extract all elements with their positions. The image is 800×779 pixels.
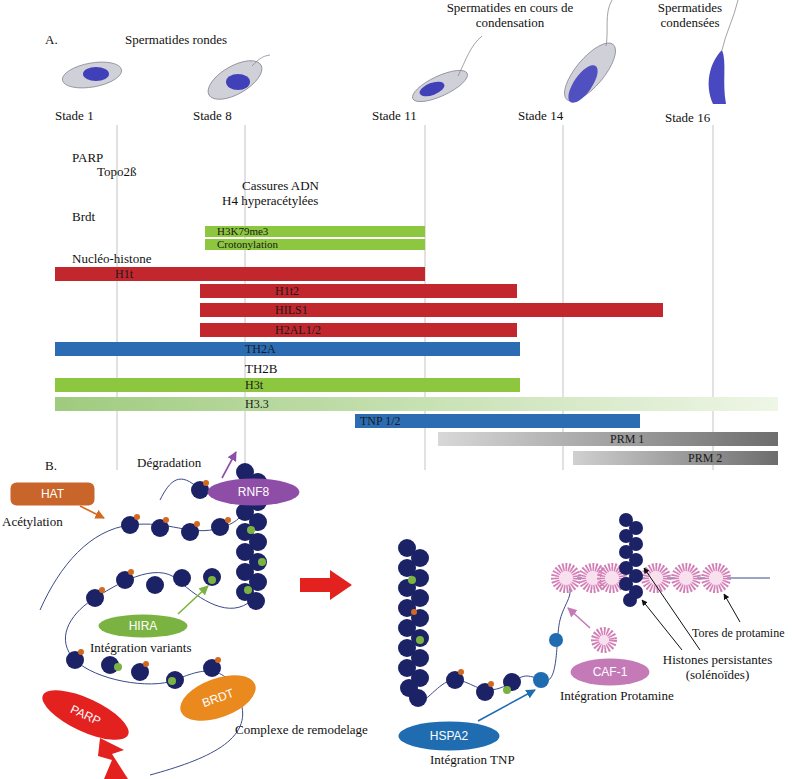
expression-bar: H3.3 <box>55 397 778 411</box>
annotation-label: Histones persistantes (solénoïdes) <box>655 652 780 682</box>
protein-name: PRM 2 <box>688 451 722 465</box>
enzyme-name: RNF8 <box>238 478 269 506</box>
enzyme-shape: BRDT <box>174 666 263 731</box>
protein-name: TNP 1/2 <box>360 414 401 428</box>
annotation-label: Dégradation <box>137 455 201 470</box>
protein-name: H3.3 <box>245 397 269 411</box>
annotation-label: Brdt <box>72 209 95 224</box>
annotation-label: B. <box>45 458 57 473</box>
enzyme-name: HSPA2 <box>430 721 468 751</box>
annotation-label: Cassures ADN <box>242 178 319 193</box>
shape-fill <box>99 615 188 638</box>
stage-lines <box>117 125 713 470</box>
annotation-label: Spermatides condensées <box>648 0 732 30</box>
annotation-label: A. <box>45 32 58 47</box>
annotation-label: TH2B <box>245 361 278 376</box>
protein-name: H3K79me3 <box>217 226 268 237</box>
protein-name: Crotonylation <box>217 239 278 250</box>
enzyme-shape: HSPA2 <box>398 721 500 751</box>
protein-name: PRM 1 <box>610 432 644 446</box>
protein-name: TH2A <box>245 342 276 356</box>
chromatin-fiber <box>40 463 267 775</box>
enzyme-name: CAF-1 <box>593 658 628 686</box>
damage-bolt <box>98 738 128 779</box>
annotation-label: Stade 16 <box>665 110 710 125</box>
annotation-label: Stade 8 <box>193 108 232 123</box>
enzyme-shape: HAT <box>10 482 95 506</box>
annotation-label: H4 hyperacétylées <box>222 193 318 208</box>
spermatid-cells <box>60 0 738 109</box>
shape-fill <box>208 479 300 506</box>
annotation-label: Intégration TNP <box>430 752 515 767</box>
protein-name: H2AL1/2 <box>275 323 321 337</box>
enzyme-shape: HIRA <box>98 614 188 638</box>
annotation-label: Nucléo-histone <box>72 251 151 266</box>
annotation-label: Spermatides en cours de condensation <box>430 0 590 30</box>
protein-name: H3t <box>245 378 263 392</box>
shape-fill <box>11 483 95 506</box>
protein-name: H1t2 <box>275 284 299 298</box>
annotation-label: Spermatides rondes <box>125 32 227 47</box>
shape-fill <box>36 680 135 750</box>
enzyme-shape: CAF-1 <box>570 658 650 686</box>
expression-bar: TNP 1/2 <box>355 414 640 428</box>
annotation-label: Tores de protamine <box>692 626 784 641</box>
annotation-label: Topo2ß <box>97 164 137 179</box>
annotation-label: Stade 14 <box>518 108 563 123</box>
enzyme-shape: PARP <box>35 680 135 751</box>
expression-bar: H3K79me3 <box>205 226 425 237</box>
expression-bar: H1t2 <box>200 284 517 298</box>
expression-bar: Crotonylation <box>205 239 425 250</box>
annotation-label: Complexe de remodelage <box>235 722 368 737</box>
process-arrows <box>80 452 740 721</box>
protein-name: HILS1 <box>275 303 308 317</box>
expression-bar: PRM 2 <box>573 451 778 465</box>
expression-bar: TH2A <box>55 342 520 356</box>
expression-bar: H3t <box>55 378 520 392</box>
annotation-label: Stade 1 <box>55 108 94 123</box>
expression-bar: PRM 1 <box>438 432 778 446</box>
enzyme-name: HIRA <box>129 614 158 638</box>
annotation-label: Intégration variants <box>90 640 191 655</box>
enzyme-name: HAT <box>41 482 64 506</box>
shape-fill <box>571 659 650 686</box>
protein-name: H1t <box>115 267 133 281</box>
expression-bar: H2AL1/2 <box>200 323 517 337</box>
shape-fill <box>174 666 262 730</box>
transition-arrow <box>300 570 352 600</box>
shape-fill <box>399 722 500 751</box>
annotation-label: Acétylation <box>2 514 63 529</box>
annotation-label: PARP <box>72 150 103 165</box>
annotation-label: Stade 11 <box>372 108 417 123</box>
annotation-label: Intégration Protamine <box>560 688 674 703</box>
expression-bar: H1t <box>55 267 425 281</box>
expression-bar: HILS1 <box>200 303 663 317</box>
enzyme-shape: RNF8 <box>207 478 300 506</box>
